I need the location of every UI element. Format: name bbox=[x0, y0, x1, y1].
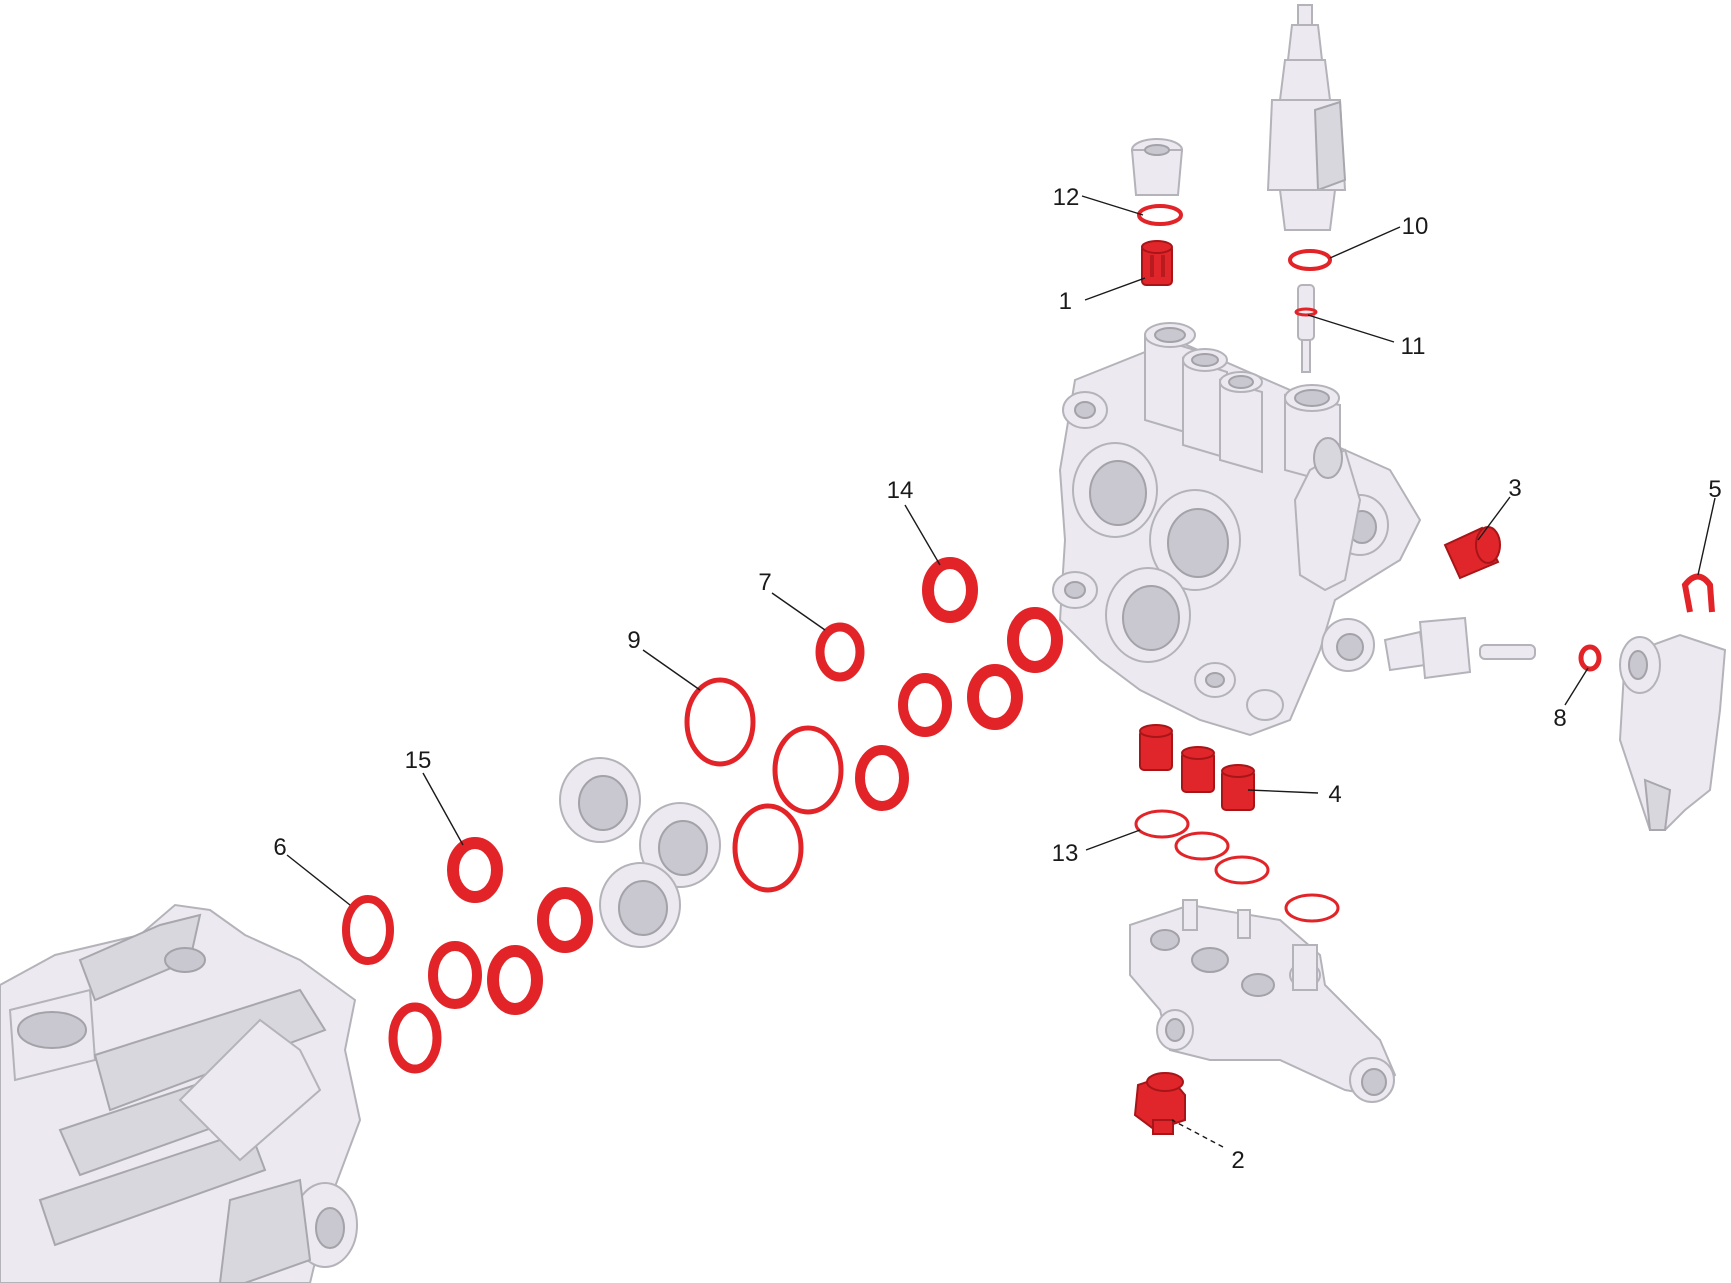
part-15-seal bbox=[447, 837, 503, 903]
callout-12: 12 bbox=[1053, 184, 1080, 211]
highlighted-parts bbox=[342, 204, 1715, 1135]
part-9-oring bbox=[684, 677, 756, 767]
callout-5: 5 bbox=[1708, 476, 1721, 503]
part-13-orings bbox=[1134, 809, 1340, 923]
callout-9: 9 bbox=[627, 627, 640, 654]
callout-1: 1 bbox=[1059, 288, 1072, 315]
valve-cap bbox=[1130, 138, 1184, 196]
callout-14: 14 bbox=[887, 477, 914, 504]
pump-crankcase bbox=[0, 903, 362, 1283]
part-3-check-valve bbox=[1443, 526, 1501, 580]
leader-lines bbox=[286, 195, 1716, 1148]
unloader-valve bbox=[1266, 4, 1347, 231]
part-11-oring bbox=[1294, 307, 1318, 317]
callout-2: 2 bbox=[1231, 1147, 1244, 1174]
part-2-drain-plug bbox=[1133, 1072, 1186, 1135]
inlet-manifold bbox=[1129, 899, 1397, 1103]
grey-seal-rings bbox=[559, 757, 721, 948]
part-6-seal bbox=[342, 895, 394, 965]
callout-numbers: 1 2 3 4 5 6 7 8 9 10 11 12 13 14 15 bbox=[273, 184, 1721, 1174]
part-1-check-valve bbox=[1141, 240, 1173, 286]
callout-3: 3 bbox=[1508, 475, 1521, 502]
part-8-oring bbox=[1578, 644, 1602, 672]
outlet-fitting bbox=[1383, 616, 1536, 680]
callout-10: 10 bbox=[1402, 213, 1429, 240]
part-12-oring bbox=[1137, 204, 1183, 226]
callout-11: 11 bbox=[1401, 333, 1426, 360]
callout-4: 4 bbox=[1328, 781, 1341, 808]
part-4-check-valves bbox=[1139, 724, 1255, 811]
callout-13: 13 bbox=[1052, 840, 1079, 867]
part-5-retaining-clip bbox=[1681, 573, 1715, 613]
pump-manifold bbox=[1052, 322, 1422, 737]
callout-15: 15 bbox=[405, 747, 432, 774]
part-14-seal bbox=[922, 557, 978, 623]
callout-6: 6 bbox=[273, 834, 286, 861]
part-10-oring bbox=[1288, 249, 1332, 271]
outlet-elbow bbox=[1618, 633, 1727, 831]
callout-7: 7 bbox=[758, 569, 771, 596]
part-7-seal bbox=[815, 622, 865, 682]
check-piston bbox=[1297, 284, 1315, 373]
callout-8: 8 bbox=[1553, 705, 1566, 732]
